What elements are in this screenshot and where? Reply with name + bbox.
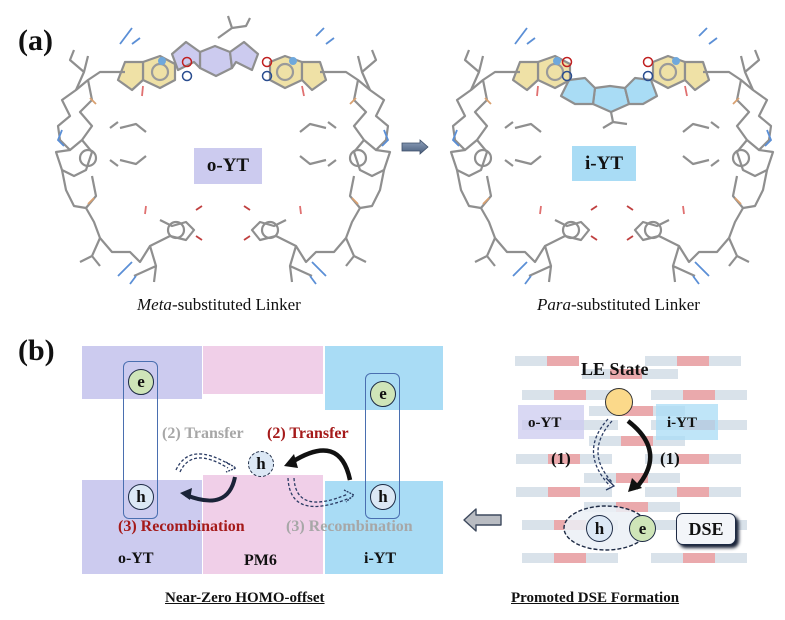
i-yt-region — [656, 404, 718, 440]
stacking-bar-segment — [548, 487, 580, 497]
solid-arrow-head-left — [180, 488, 192, 500]
stacking-bar-segment — [621, 406, 653, 416]
dse-badge-label: DSE — [688, 518, 724, 539]
transfer-arrows — [175, 448, 356, 507]
i-yt-molecule-label: i-YT — [572, 146, 636, 181]
step-1-right: (1) — [660, 449, 680, 468]
i-yt-exciton-box — [365, 373, 400, 519]
meta-italic: Meta — [137, 295, 172, 314]
o-yt-molecule-label: o-YT — [194, 148, 262, 184]
step-1-left: (1) — [551, 449, 571, 468]
stacking-bar-segment — [683, 553, 715, 563]
stacking-bar-segment — [677, 487, 709, 497]
o-yt-hole: h — [128, 484, 154, 510]
solid-arrow-iyt-path — [626, 419, 653, 490]
panel-b-label: (b) — [18, 334, 55, 367]
solid-arrow-iyt-to-pm6 — [290, 448, 353, 481]
o-yt-exciton-box — [123, 361, 158, 519]
stacking-bar-segment — [554, 553, 586, 563]
stacking-bar-segment — [616, 502, 648, 512]
para-rest: -substituted Linker — [571, 295, 700, 314]
dse-electron: e — [629, 515, 656, 542]
linker-ring-right — [228, 40, 260, 72]
meta-rest: -substituted Linker — [171, 295, 301, 314]
stacking-bar-segment — [677, 356, 709, 366]
left-arrow-icon — [463, 508, 502, 532]
le-state-label: LE State — [581, 359, 649, 379]
solid-arrow-pm6-to-oyt — [185, 476, 237, 503]
linker-ring-left — [170, 40, 202, 72]
right-arrow-icon — [401, 139, 429, 155]
panel-a-label: (a) — [18, 24, 53, 57]
o-yt-molecule-structure — [54, 15, 392, 285]
meta-linker-caption: Meta-substituted Linker — [137, 295, 301, 315]
stacking-bar-segment — [709, 356, 741, 366]
o-yt-region — [518, 405, 584, 439]
transfer-label-gray: (2) Transfer — [162, 425, 244, 442]
left-diagram-title: Near-Zero HOMO-offset — [165, 590, 325, 606]
o-yt-tag: o-YT — [528, 415, 562, 431]
linker-ring-right — [623, 76, 659, 106]
transfer-label-red: (2) Transfer — [267, 425, 349, 442]
recombination-label-red: (3) Recombination — [118, 518, 245, 535]
stacking-bar-segment — [548, 454, 580, 464]
pm6-hole: h — [248, 451, 274, 477]
pm6-homo-block — [203, 475, 323, 574]
pm6-lumo-block — [203, 346, 323, 394]
i-yt-electron: e — [370, 381, 396, 407]
stacking-bar-segment — [621, 436, 653, 446]
solid-arrow-head-right — [284, 454, 298, 468]
column-label-pm6: PM6 — [244, 552, 277, 569]
o-yt-electron: e — [128, 369, 154, 395]
le-state-exciton — [605, 388, 633, 416]
right-diagram-title: Promoted DSE Formation — [511, 590, 680, 606]
dse-badge: DSE — [676, 513, 736, 545]
column-label-i-yt: i-YT — [364, 550, 396, 567]
para-linker-caption: Para-substituted Linker — [537, 295, 700, 315]
dashed-arrow-oyt-path — [592, 418, 611, 487]
i-yt-tag: i-YT — [667, 415, 697, 431]
i-yt-hole: h — [370, 484, 396, 510]
stacking-bar-segment — [547, 356, 579, 366]
recombination-label-gray: (3) Recombination — [286, 518, 413, 535]
dse-hole: h — [586, 515, 613, 542]
para-italic: Para — [537, 295, 571, 314]
stacking-bar-segment — [554, 390, 586, 400]
stacking-bar-segment — [645, 356, 677, 366]
stacking-bar-segment — [610, 369, 642, 379]
stacking-bar-segment — [677, 454, 709, 464]
stacking-bar-segment — [683, 390, 715, 400]
i-yt-molecule-structure — [449, 27, 775, 285]
dashed-arrow-oyt-to-pm6 — [175, 453, 233, 471]
column-label-o-yt: o-YT — [118, 550, 154, 567]
